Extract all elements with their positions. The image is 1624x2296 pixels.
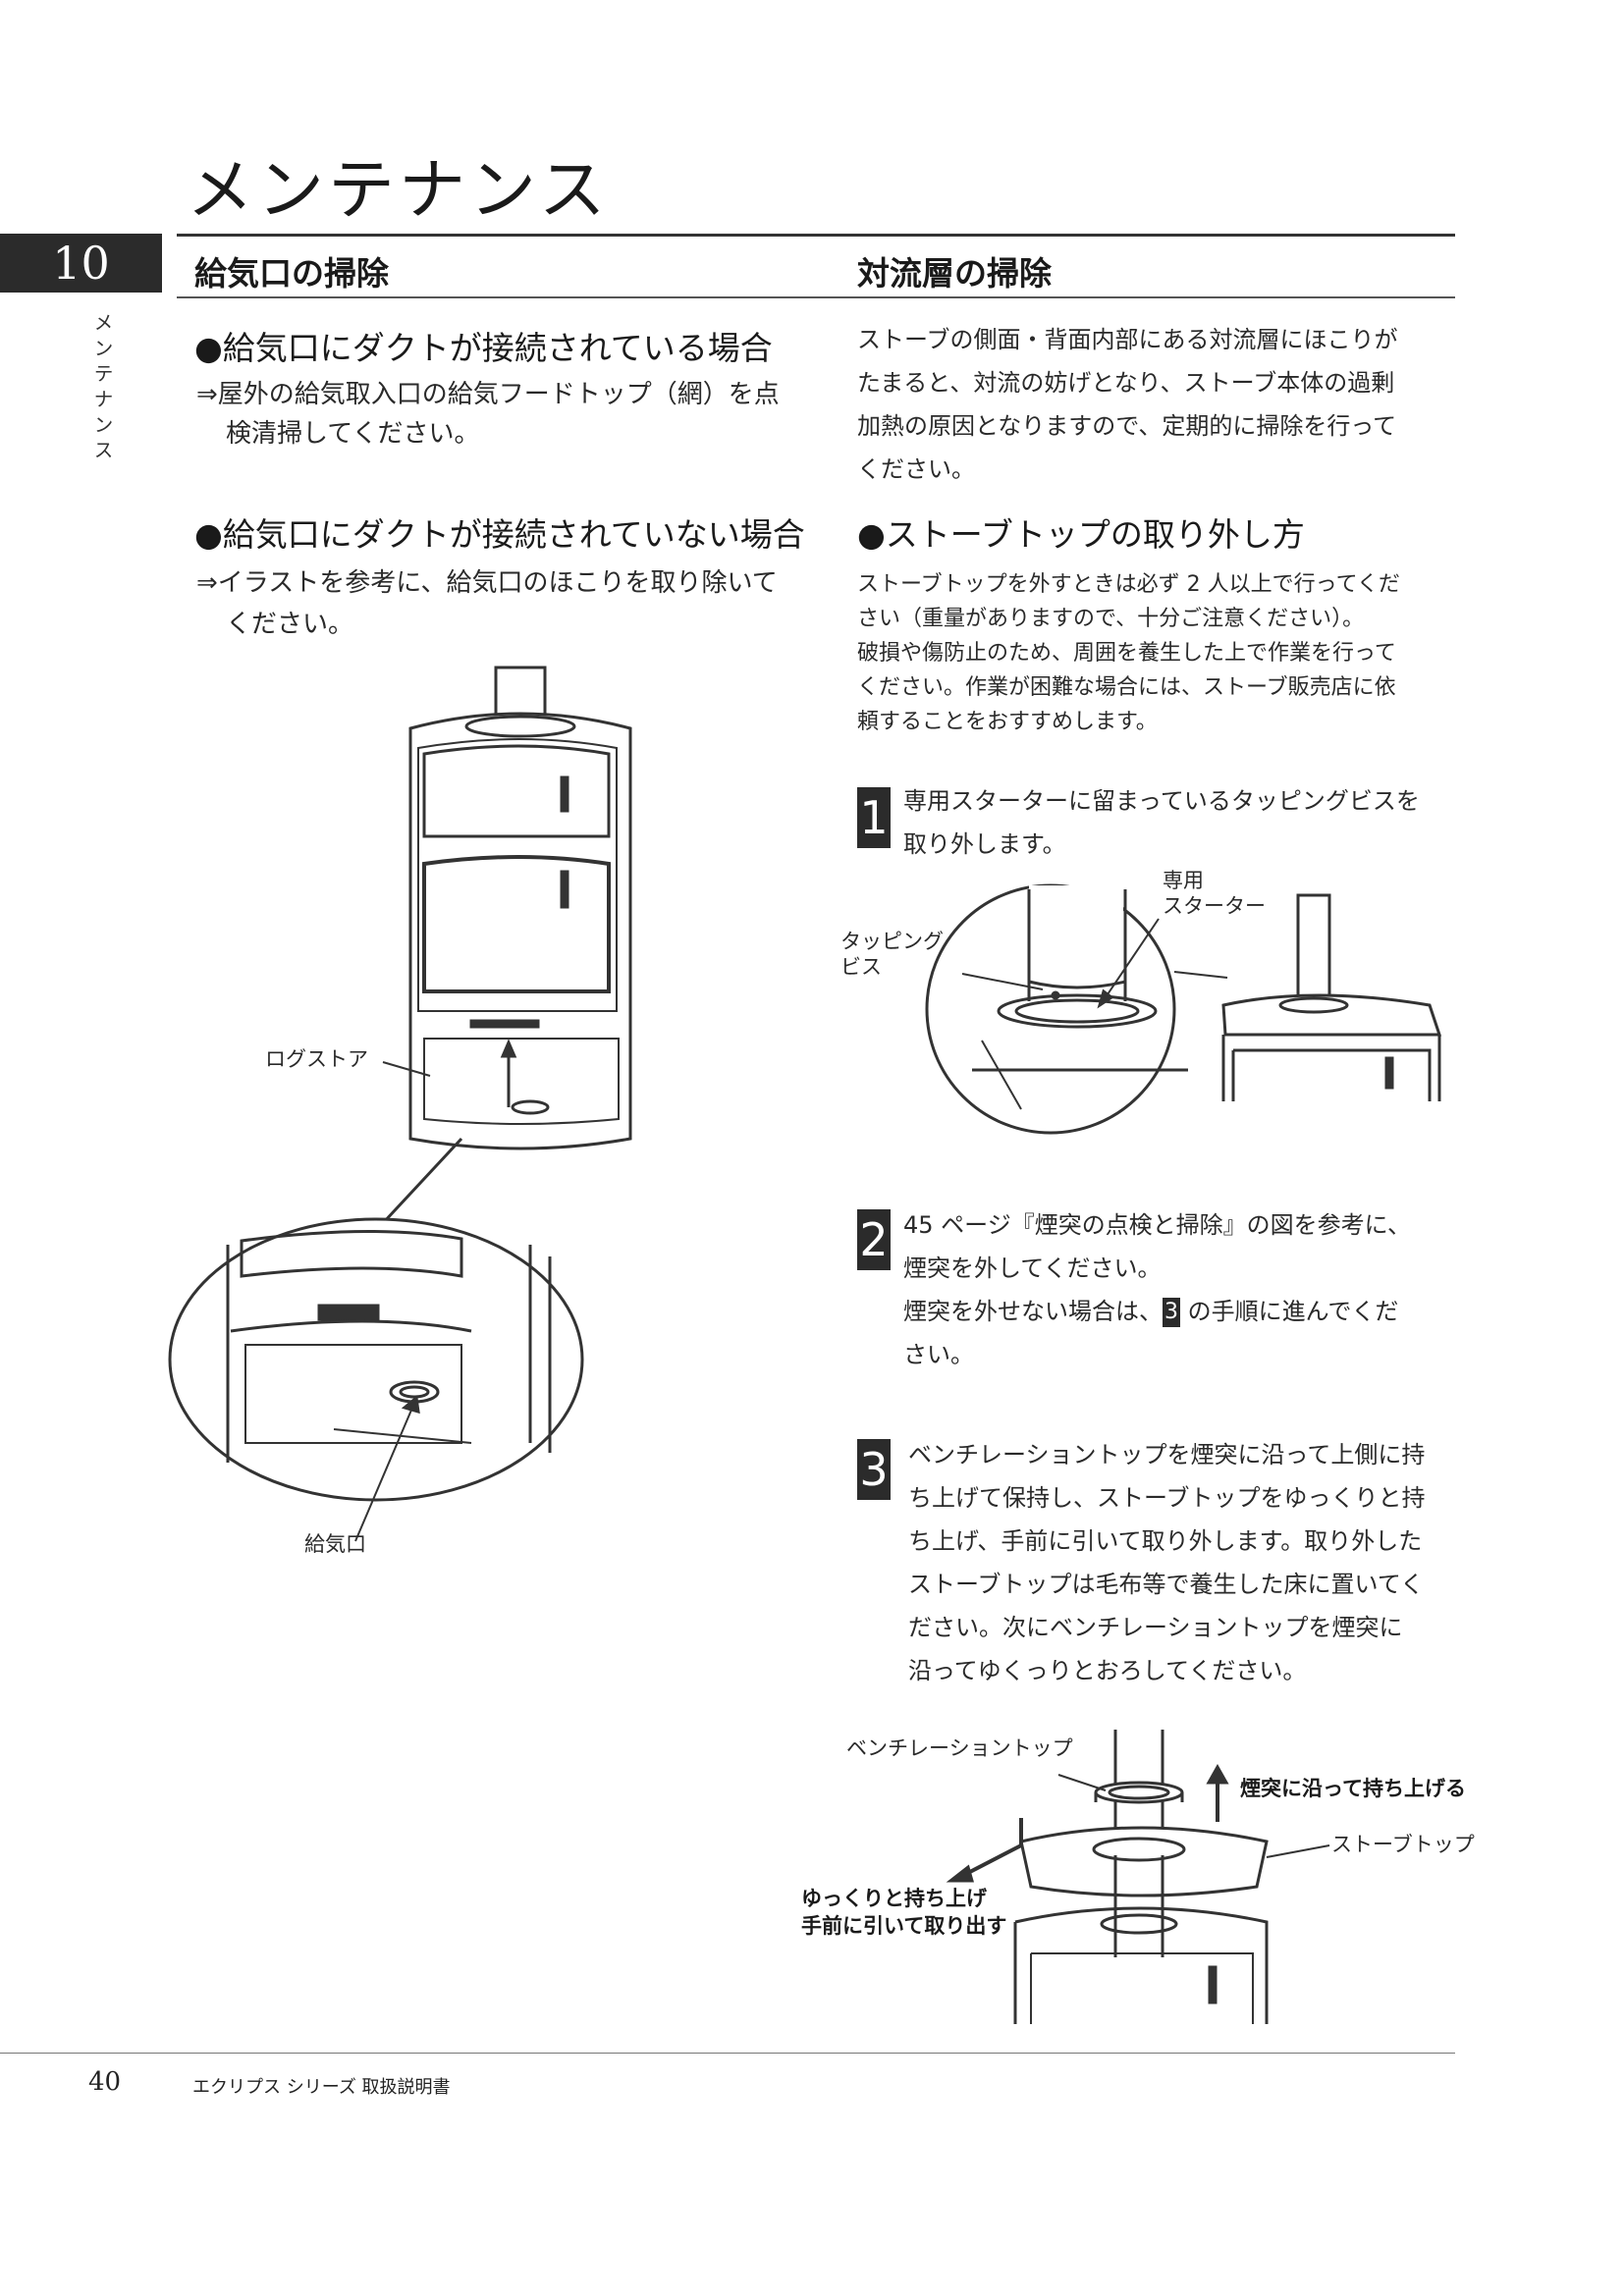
step3-line: ち上げ、手前に引いて取り外します。取り外した [908, 1527, 1423, 1555]
step3-line: ださい。次にベンチレーショントップを煙突に [908, 1614, 1403, 1641]
callout-starter-line2: スターター [1163, 894, 1266, 918]
step-number-2: 2 [857, 1209, 891, 1270]
instruction-text: ⇒屋外の給気取入口の給気フードトップ（網）を点 [196, 380, 780, 409]
step2-line: 煙突を外してください。 [903, 1255, 1162, 1282]
step2-ref-text: 煙突を外せない場合は、 [903, 1298, 1163, 1325]
callout-air-inlet: 給気口 [304, 1532, 366, 1556]
step-number-3: 3 [857, 1439, 891, 1500]
step3-line: 沿ってゆくっりとおろしてください。 [908, 1657, 1307, 1684]
section-rule [177, 296, 1455, 298]
subheading-remove-stove-top: ●ストーブトップの取り外し方 [857, 515, 1305, 554]
step3-line: ストーブトップは毛布等で養生した床に置いてく [908, 1571, 1425, 1598]
callout-vent-top: ベンチレーショントップ [846, 1736, 1073, 1760]
intro-line: ください。 [857, 455, 975, 483]
intro-line: ストーブの側面・背面内部にある対流層にほこりが [857, 326, 1398, 353]
intro-line: たまると、対流の妨げとなり、ストーブ本体の過剰 [857, 369, 1395, 397]
step3-line: ベンチレーショントップを煙突に沿って上側に持 [908, 1441, 1426, 1468]
note-line: 破損や傷防止のため、周囲を養生した上で作業を行って [857, 641, 1396, 666]
callout-screw-line2: ビス [840, 955, 882, 979]
section-title-convection: 対流層の掃除 [857, 254, 1052, 293]
step2-line-ref: 煙突を外せない場合は、3 の手順に進んでくだ [903, 1290, 1398, 1333]
step-ref-badge: 3 [1163, 1298, 1180, 1327]
step3-line: ち上げて保持し、ストーブトップをゆっくりと持 [908, 1484, 1426, 1512]
page-title: メンテナンス [187, 152, 610, 230]
page-number: 40 [88, 2067, 122, 2097]
instruction-text: ください。 [226, 610, 354, 639]
subheading-duct-connected: ●給気口にダクトが接続されている場合 [194, 329, 773, 367]
callout-pull-line1: ゆっくりと持ち上げ [801, 1887, 987, 1910]
note-line: ください。作業が困難な場合には、ストーブ販売店に依 [857, 675, 1396, 700]
instruction-text: ⇒イラストを参考に、給気口のほこりを取り除いて [196, 568, 778, 598]
step-number-1: 1 [857, 787, 891, 848]
instruction-text: 検清掃してください。 [226, 419, 480, 449]
intro-line: 加熱の原因となりますので、定期的に掃除を行って [857, 412, 1397, 440]
note-line: さい（重量がありますので、十分ご注意ください）。 [857, 607, 1365, 631]
callout-screw-line1: タッピング [840, 930, 944, 953]
step2-line: 45 ページ『煙突の点検と掃除』の図を参考に、 [903, 1211, 1411, 1239]
callout-lift-along-chimney: 煙突に沿って持ち上げる [1240, 1777, 1466, 1800]
note-line: ストーブトップを外すときは必ず 2 人以上で行ってくだ [857, 572, 1400, 597]
callout-stove-top: ストーブトップ [1331, 1833, 1475, 1856]
step1-line: 専用スターターに留まっているタッピングビスを [903, 787, 1420, 815]
callout-starter-line1: 専用 [1163, 869, 1204, 892]
step2-ref-text: の手順に進んでくだ [1180, 1298, 1399, 1325]
chapter-number: 10 [0, 234, 162, 293]
footer-rule [0, 2053, 1455, 2054]
step2-line: さい。 [903, 1341, 974, 1368]
step1-line: 取り外します。 [903, 830, 1066, 858]
side-label: メンテナンス [90, 312, 114, 465]
note-line: 頼することをおすすめします。 [857, 710, 1158, 734]
title-rule [177, 234, 1455, 237]
section-title-air-inlet: 給気口の掃除 [194, 254, 389, 293]
callout-log-store: ログストア [265, 1047, 368, 1071]
callout-pull-line2: 手前に引いて取り出す [801, 1914, 1007, 1938]
subheading-duct-not-connected: ●給気口にダクトが接続されていない場合 [194, 515, 805, 554]
manual-title: エクリプス シリーズ 取扱説明書 [192, 2077, 451, 2098]
